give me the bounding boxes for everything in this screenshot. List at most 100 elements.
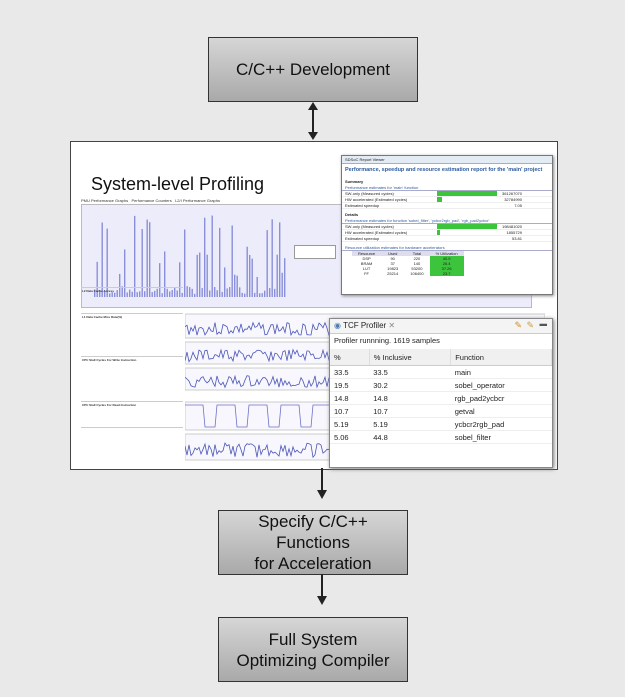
tcf-profiler-view: ◉ TCF Profiler ✕ ✎ ✎ ▬ Profiler runnning… xyxy=(329,318,553,468)
bar-mark xyxy=(141,229,143,297)
tcf-tab[interactable]: ◉ TCF Profiler ✕ xyxy=(334,321,396,330)
bar-mark xyxy=(121,286,123,297)
down-arrow-1 xyxy=(317,468,327,499)
bar-mark xyxy=(196,254,198,297)
bar-mark xyxy=(271,219,273,297)
report-hw-row: HW accelerated (Estimated cycles) 327849… xyxy=(342,197,552,203)
bar-mark xyxy=(109,293,111,297)
table-cell: 5.19 xyxy=(369,417,451,431)
bar-mark xyxy=(236,275,238,297)
bar-mark xyxy=(136,292,138,297)
table-cell: 220 xyxy=(413,256,421,261)
bar-mark xyxy=(274,288,276,297)
bar-mark xyxy=(276,254,278,297)
profiling-panel: System-level Profiling PMU Performance G… xyxy=(70,141,558,470)
tab-pmu-graphs[interactable]: PMU Performance Graphs xyxy=(81,198,129,203)
bar-mark xyxy=(171,290,173,297)
report-window-title: SDSoC Report Viewer xyxy=(342,156,552,164)
bar-mark xyxy=(126,292,128,297)
bar-mark xyxy=(216,290,218,297)
tab-performance-counters[interactable]: Performance Counters xyxy=(131,198,172,203)
start-icon[interactable]: ✎ xyxy=(514,320,522,330)
profiling-title: System-level Profiling xyxy=(91,174,265,194)
table-cell: FF xyxy=(364,271,369,276)
table-cell: getval xyxy=(450,404,552,418)
compiler-line2: Optimizing Compiler xyxy=(236,650,390,670)
bar-mark xyxy=(124,249,126,297)
minimize-icon[interactable]: ▬ xyxy=(539,319,548,328)
bar-mark xyxy=(214,287,216,297)
report-detail-hw-row: HW accelerated (Estimated cycles) 185572… xyxy=(342,230,552,236)
bar-mark xyxy=(241,292,243,297)
bar-mark xyxy=(156,288,158,297)
cpp-development-box: C/C++ Development xyxy=(208,37,418,102)
bar-mark xyxy=(221,291,223,297)
bar-mark xyxy=(186,286,188,297)
table-cell: ycbcr2rgb_pad xyxy=(450,417,552,431)
res-header: Resource xyxy=(352,251,382,256)
bar-mark xyxy=(144,291,146,297)
bar-mark xyxy=(146,219,148,297)
tab-l2-graphs[interactable]: L2/I Performance Graphs xyxy=(175,198,220,203)
bar-mark xyxy=(194,293,196,297)
bar-mark xyxy=(164,251,166,297)
table-cell: 5.19 xyxy=(330,417,370,431)
cpp-development-label: C/C++ Development xyxy=(235,60,391,79)
table-cell: 10.7 xyxy=(369,404,451,418)
bar-mark xyxy=(159,263,161,297)
specify-line2: for Acceleration xyxy=(254,554,372,573)
table-cell: 25214 xyxy=(387,271,399,276)
tcf-header-2[interactable]: Function xyxy=(450,349,552,366)
bar-mark xyxy=(226,288,228,297)
bug-icon: ◉ xyxy=(334,321,341,330)
hw-bar xyxy=(437,197,442,202)
report-detail-sw-row: SW-only (Measured cycles) 198481020 xyxy=(342,224,552,230)
bar-mark xyxy=(166,288,168,297)
tcf-status: Profiler runnning. 1619 samples xyxy=(334,336,440,345)
table-cell: 19.5 xyxy=(330,378,370,392)
stop-icon[interactable]: ✎ xyxy=(526,320,534,330)
bar-mark xyxy=(219,227,221,297)
table-cell: 37 xyxy=(390,261,395,266)
bar-mark xyxy=(179,262,181,297)
report-sw-row: SW-only (Measured cycles) 361267070 xyxy=(342,191,552,197)
bar-mark xyxy=(191,288,193,297)
bidirectional-arrow xyxy=(308,102,318,140)
tcf-header-1[interactable]: % Inclusive xyxy=(369,349,452,366)
bar-mark xyxy=(256,276,258,297)
res-header: Total xyxy=(404,251,430,256)
res-header: % Utilization xyxy=(429,251,464,256)
bar-mark xyxy=(204,217,206,297)
report-details-label: Details xyxy=(345,212,359,217)
bar-mark xyxy=(209,290,211,297)
report-detail-speedup-row: Estimated speedup 53.81 xyxy=(342,236,552,242)
bar-mark xyxy=(101,222,103,297)
table-cell: main xyxy=(450,365,552,379)
table-cell: 37.26 xyxy=(429,266,464,271)
bar-mark xyxy=(94,289,96,297)
optimizing-compiler-box: Full System Optimizing Compiler xyxy=(218,617,408,682)
bar-mark xyxy=(99,289,101,297)
table-cell: 23.7 xyxy=(429,271,464,276)
compiler-line1: Full System xyxy=(268,629,358,649)
tcf-header-0[interactable]: % xyxy=(330,349,370,366)
bar-mark xyxy=(249,254,251,297)
bar-mark xyxy=(211,215,213,297)
sw-bar xyxy=(437,191,497,196)
bar-mark xyxy=(264,290,266,297)
counter-descriptions: L2 Data Cache Access L1 Data Cache Miss … xyxy=(81,245,183,459)
bar-mark xyxy=(154,290,156,297)
close-icon[interactable]: ✕ xyxy=(388,321,396,330)
table-cell: DSP xyxy=(362,256,371,261)
table-cell: sobel_operator xyxy=(450,378,552,392)
bar-mark xyxy=(114,292,116,297)
desc-1: L2 Data Cache Access xyxy=(81,288,183,314)
bar-mark xyxy=(244,293,246,297)
